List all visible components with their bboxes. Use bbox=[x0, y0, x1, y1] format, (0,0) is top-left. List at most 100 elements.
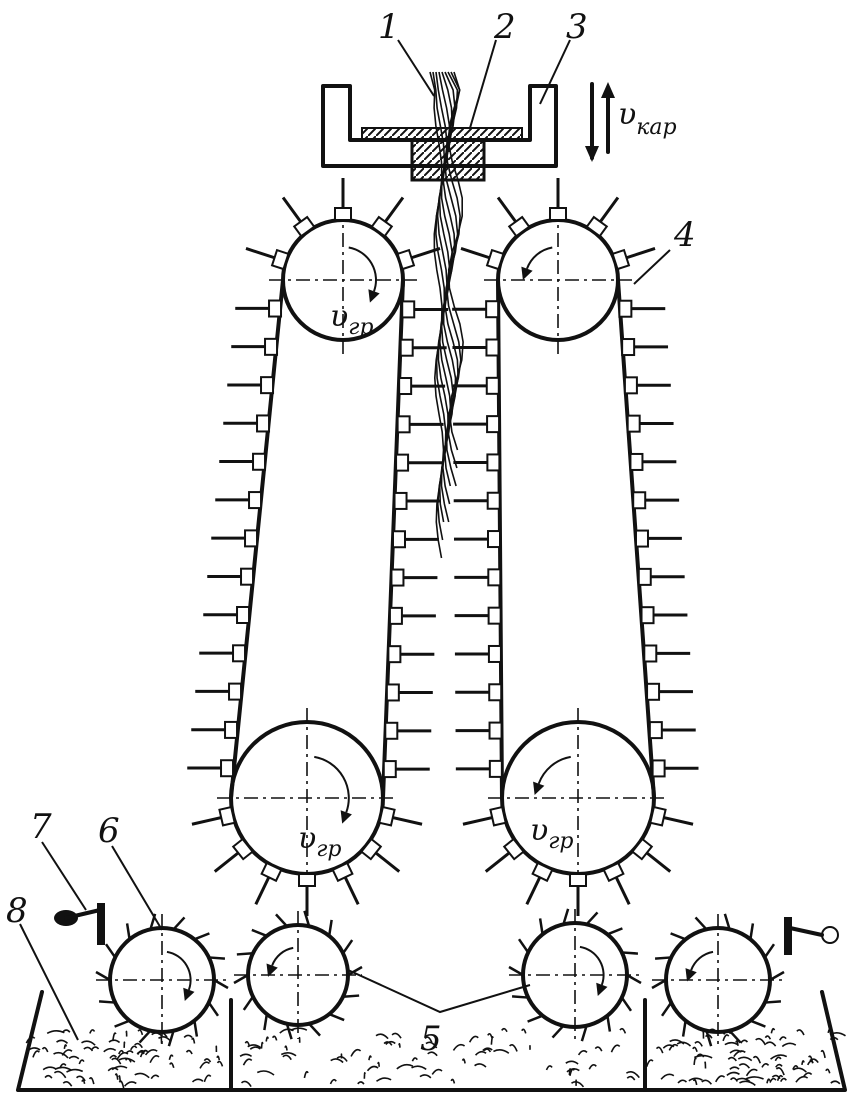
roller-tooth bbox=[749, 1019, 766, 1028]
comb-bar bbox=[220, 759, 235, 778]
waste-fiber bbox=[588, 1064, 597, 1070]
roller-tooth bbox=[114, 1019, 131, 1028]
comb-needle bbox=[213, 851, 240, 873]
waste-fiber bbox=[75, 1075, 86, 1082]
waste-fiber bbox=[279, 1028, 294, 1034]
waste-fiber bbox=[769, 1077, 777, 1083]
waste-fiber bbox=[282, 1054, 292, 1061]
roller-tooth bbox=[606, 1015, 612, 1032]
waste-fiber bbox=[668, 1043, 679, 1051]
waste-fiber bbox=[693, 1054, 713, 1059]
waste-fiber bbox=[203, 1074, 212, 1083]
waste-fiber bbox=[795, 1075, 809, 1083]
comb-bar bbox=[611, 248, 631, 271]
comb-bar bbox=[228, 682, 243, 701]
comb-needle bbox=[645, 851, 672, 873]
waste-fiber bbox=[829, 1036, 839, 1041]
waste-fiber bbox=[745, 1076, 764, 1080]
comb-bar bbox=[224, 720, 239, 739]
doffer-roller-right bbox=[651, 913, 785, 1047]
waste-fiber bbox=[265, 1036, 269, 1042]
stripping-rollers bbox=[95, 908, 785, 1047]
waste-fiber bbox=[81, 1040, 96, 1046]
waste-fiber bbox=[737, 1056, 753, 1062]
roller-tooth bbox=[233, 973, 249, 985]
roller-tooth bbox=[508, 965, 524, 977]
leader-5 bbox=[347, 969, 531, 1014]
roller-tooth bbox=[236, 952, 254, 956]
comb-bar bbox=[334, 207, 352, 221]
comb-bar bbox=[549, 207, 567, 221]
comb-needle bbox=[626, 247, 656, 260]
comb-bar bbox=[260, 861, 283, 883]
roller-tooth bbox=[167, 1030, 175, 1047]
waste-fiber bbox=[216, 1060, 224, 1067]
comb-bar bbox=[489, 805, 507, 827]
roller-tooth bbox=[193, 932, 210, 941]
roller-tooth bbox=[308, 1022, 321, 1037]
waste-fiber bbox=[692, 1078, 698, 1086]
comb-bar bbox=[640, 606, 655, 625]
comb-bar bbox=[648, 721, 663, 740]
waste-fiber bbox=[482, 1047, 493, 1052]
comb-bar bbox=[651, 759, 666, 778]
comb-bar bbox=[252, 452, 267, 471]
comb-needle bbox=[343, 876, 360, 905]
waste-fiber bbox=[726, 1071, 740, 1076]
comb-bar bbox=[398, 377, 413, 396]
waste-fiber bbox=[724, 1041, 739, 1046]
comb-needle bbox=[462, 816, 493, 826]
waste-fiber bbox=[242, 1058, 253, 1066]
comb-bar bbox=[218, 805, 236, 827]
waste-fiber bbox=[688, 1077, 703, 1082]
waste-fiber bbox=[81, 1079, 86, 1085]
rotation-arrow bbox=[526, 246, 553, 270]
label-6: 6 bbox=[98, 811, 120, 851]
waste-fiber bbox=[569, 1068, 575, 1076]
waste-fiber bbox=[247, 1044, 262, 1049]
waste-fiber bbox=[577, 1050, 588, 1056]
waste-fiber bbox=[385, 1040, 396, 1045]
waste-fiber bbox=[88, 1077, 95, 1085]
doffer-roller-left bbox=[95, 913, 229, 1047]
roller-tooth bbox=[660, 1001, 673, 1017]
waste-fiber bbox=[755, 1037, 767, 1046]
waste-fiber bbox=[468, 1035, 479, 1043]
roller-tooth bbox=[125, 923, 131, 940]
waste-fiber bbox=[619, 1027, 627, 1034]
waste-fiber bbox=[391, 1032, 402, 1039]
waste-fiber bbox=[185, 1049, 193, 1055]
roller-tooth bbox=[705, 1030, 713, 1047]
waste-fiber bbox=[411, 1065, 427, 1071]
waste-fiber bbox=[368, 1055, 372, 1061]
waste-fiber bbox=[32, 1050, 40, 1058]
scraper-left bbox=[54, 903, 105, 945]
roller-tooth bbox=[517, 938, 530, 954]
comb-bar bbox=[531, 861, 554, 883]
waste-fiber bbox=[137, 1029, 144, 1036]
comb-belt-right bbox=[452, 178, 699, 916]
comb-needle bbox=[384, 196, 405, 223]
roller-tooth bbox=[620, 996, 633, 1012]
waste-fiber bbox=[256, 1070, 275, 1076]
rotation-arrow bbox=[314, 755, 350, 813]
roller-tooth bbox=[263, 1013, 269, 1031]
comb-bar bbox=[401, 300, 416, 319]
comb-bar bbox=[236, 605, 251, 624]
waste-fiber bbox=[809, 1058, 819, 1064]
roller-tooth bbox=[172, 916, 186, 931]
waste-fiber bbox=[28, 1047, 41, 1051]
comb-bar bbox=[487, 644, 502, 663]
label-4: 4 bbox=[673, 215, 696, 255]
waste-fiber bbox=[764, 1035, 772, 1040]
waste-fibers bbox=[25, 1027, 846, 1089]
comb-bar bbox=[637, 567, 652, 586]
waste-fiber bbox=[411, 1057, 418, 1062]
comb-bar bbox=[486, 453, 501, 472]
stripping-roller-right bbox=[508, 908, 642, 1042]
roller-tooth bbox=[562, 908, 570, 925]
waste-fiber bbox=[490, 1036, 494, 1045]
comb-bar bbox=[486, 491, 501, 510]
roller-tooth bbox=[551, 1024, 565, 1039]
waste-fiber bbox=[807, 1060, 814, 1066]
